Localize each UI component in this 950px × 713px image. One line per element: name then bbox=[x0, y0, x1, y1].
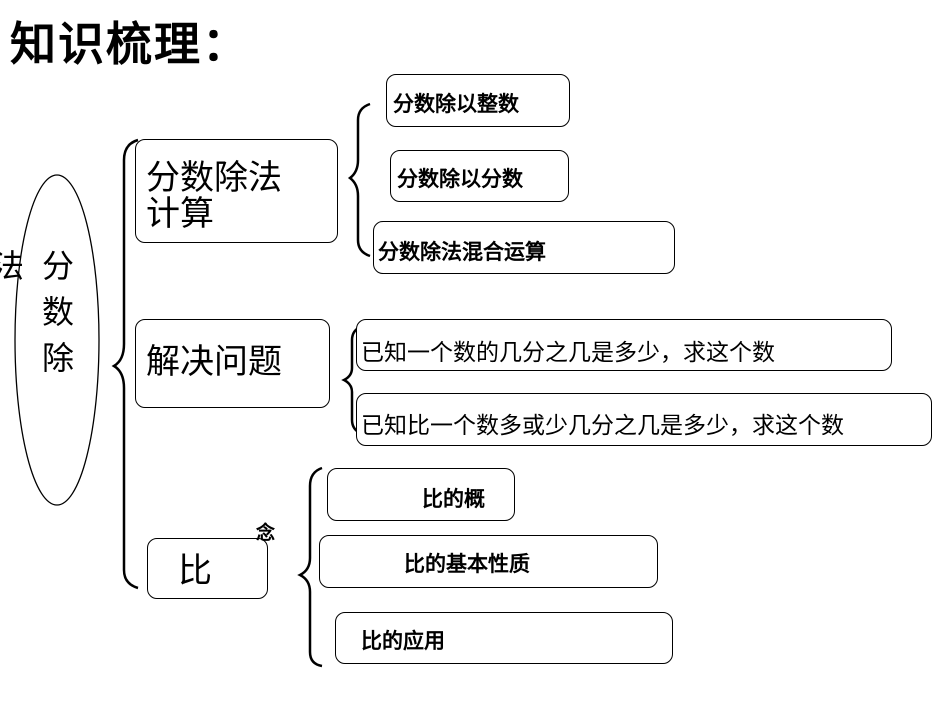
calc-item-2[interactable]: 分数除以分数 bbox=[390, 150, 569, 202]
ratio-item-3[interactable]: 比的应用 bbox=[335, 612, 673, 664]
calc-item-3[interactable]: 分数除法混合运算 bbox=[373, 221, 675, 274]
main-brace bbox=[111, 138, 139, 590]
root-label: 分 数 除 bbox=[38, 243, 78, 381]
branch-ratio[interactable]: 比 bbox=[147, 538, 268, 599]
ratio-item-1[interactable]: 比的概 bbox=[327, 468, 515, 521]
branch-problem[interactable]: 解决问题 bbox=[135, 319, 330, 408]
root-char-2: 数 bbox=[41, 293, 74, 331]
ratio-item-2[interactable]: 比的基本性质 bbox=[319, 535, 658, 588]
root-fragment: 法 bbox=[0, 247, 25, 285]
page-title: 知识梳理： bbox=[10, 17, 250, 71]
branch-calc-line1: 分数除法 bbox=[146, 158, 282, 198]
problem-brace bbox=[341, 324, 363, 436]
root-char-1: 分 bbox=[41, 247, 74, 285]
ratio-stray-char: 念 bbox=[256, 522, 276, 544]
problem-item-2[interactable]: 已知比一个数多或少几分之几是多少，求这个数 bbox=[356, 393, 932, 446]
root-ellipse bbox=[14, 174, 100, 506]
ratio-brace bbox=[297, 466, 323, 668]
calc-item-1[interactable]: 分数除以整数 bbox=[386, 74, 570, 127]
branch-calc-line2: 计算 bbox=[146, 194, 214, 234]
calc-brace bbox=[347, 102, 371, 258]
root-char-3: 除 bbox=[41, 339, 74, 377]
branch-calc[interactable]: 分数除法 计算 bbox=[135, 139, 338, 243]
problem-item-1[interactable]: 已知一个数的几分之几是多少，求这个数 bbox=[356, 319, 892, 371]
